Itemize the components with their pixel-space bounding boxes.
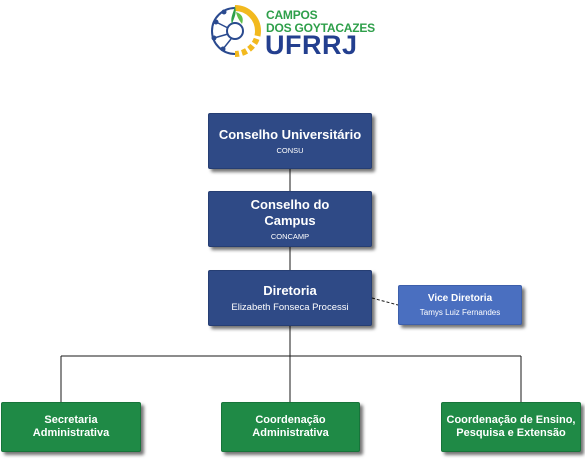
node-diretoria: Diretoria Elizabeth Fonseca Processi	[208, 270, 372, 326]
logo-line-goytacazes: DOS GOYTACAZES	[266, 21, 375, 35]
node-title: Conselho do Campus	[250, 197, 330, 228]
node-coordenacao-administrativa: Coordenação Administrativa	[221, 402, 360, 452]
node-subtitle: CONSU	[276, 145, 304, 155]
ufrrj-campos-logo: CAMPOS DOS GOYTACAZES UFRRJ	[206, 2, 375, 62]
node-secretaria-administrativa: Secretaria Administrativa	[1, 402, 141, 452]
node-vice-diretoria: Vice Diretoria Tamys Luiz Fernandes	[398, 285, 522, 325]
node-title: Diretoria	[263, 283, 317, 298]
node-title: Secretaria Administrativa	[32, 413, 110, 439]
connector-diretoria-vice	[371, 297, 399, 306]
node-title: Coordenação Administrativa	[252, 413, 329, 439]
logo-line-campos: CAMPOS	[266, 8, 318, 22]
node-subtitle: CONCAMP	[270, 231, 310, 241]
node-conselho-universitario: Conselho Universitário CONSU	[208, 113, 372, 169]
node-title: Vice Diretoria	[427, 292, 493, 304]
node-subtitle: Elizabeth Fonseca Processi	[231, 301, 349, 313]
node-title: Conselho Universitário	[218, 127, 362, 143]
node-conselho-campus: Conselho do Campus CONCAMP	[208, 191, 372, 247]
node-coordenacao-ensino-pesquisa-extensao: Coordenação de Ensino, Pesquisa e Extens…	[441, 402, 581, 452]
logo-line-ufrrj: UFRRJ	[265, 30, 358, 60]
node-title: Coordenação de Ensino, Pesquisa e Extens…	[446, 413, 576, 439]
node-subtitle: Tamys Luiz Fernandes	[419, 307, 501, 317]
gear-circuit-icon	[211, 5, 261, 57]
